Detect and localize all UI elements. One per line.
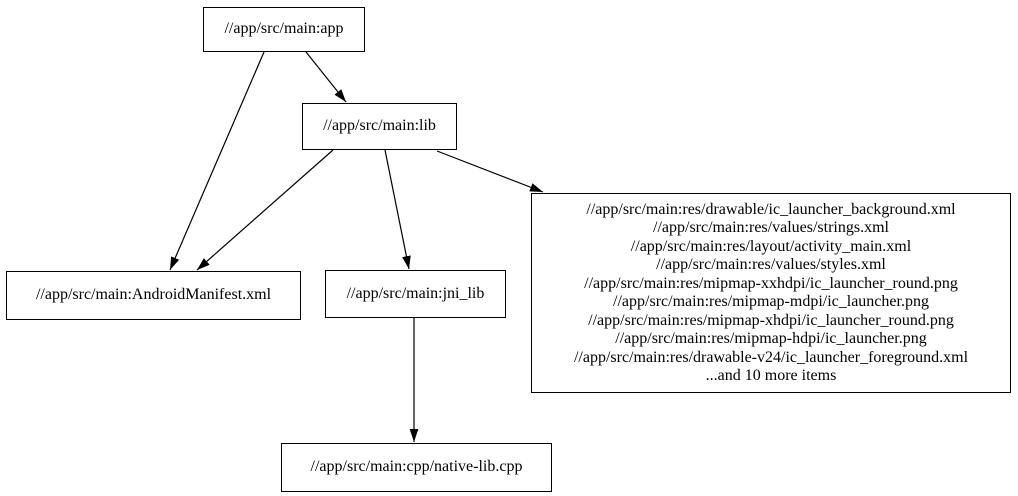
node-android-manifest[interactable]: //app/src/main:AndroidManifest.xml <box>6 271 301 320</box>
node-res-group[interactable]: //app/src/main:res/drawable/ic_launcher_… <box>531 193 1011 393</box>
node-android-manifest-label: //app/src/main:AndroidManifest.xml <box>35 286 272 304</box>
res-group-line: //app/src/main:res/values/strings.xml <box>653 219 889 236</box>
edge-lib-to-android-manifest <box>196 149 334 271</box>
node-jni-lib[interactable]: //app/src/main:jni_lib <box>325 270 506 318</box>
res-group-line: //app/src/main:res/mipmap-mdpi/ic_launch… <box>613 293 929 310</box>
node-native-lib-cpp-label: //app/src/main:cpp/native-lib.cpp <box>310 458 523 476</box>
node-jni-lib-label: //app/src/main:jni_lib <box>346 284 485 302</box>
res-group-line: //app/src/main:res/layout/activity_main.… <box>630 237 912 255</box>
edge-app-to-lib <box>305 51 347 103</box>
node-app[interactable]: //app/src/main:app <box>203 7 365 52</box>
node-app-label: //app/src/main:app <box>224 20 344 38</box>
res-group-line: //app/src/main:res/drawable/ic_launcher_… <box>586 200 956 218</box>
node-lib-label: //app/src/main:lib <box>323 117 436 135</box>
res-group-line: //app/src/main:res/mipmap-xxhdpi/ic_laun… <box>584 274 958 292</box>
res-group-line: //app/src/main:res/values/styles.xml <box>656 256 886 273</box>
res-group-line: //app/src/main:res/mipmap-hdpi/ic_launch… <box>615 330 927 347</box>
edge-lib-to-res-group <box>436 150 544 193</box>
res-group-line: //app/src/main:res/drawable-v24/ic_launc… <box>573 348 969 366</box>
edge-lib-to-jni-lib <box>384 149 411 270</box>
edge-app-to-android-manifest <box>169 51 265 271</box>
node-lib[interactable]: //app/src/main:lib <box>302 103 457 150</box>
res-group-line: //app/src/main:res/mipmap-xhdpi/ic_launc… <box>588 311 954 329</box>
node-native-lib-cpp[interactable]: //app/src/main:cpp/native-lib.cpp <box>281 443 552 492</box>
res-group-more-items: ...and 10 more items <box>705 367 837 384</box>
